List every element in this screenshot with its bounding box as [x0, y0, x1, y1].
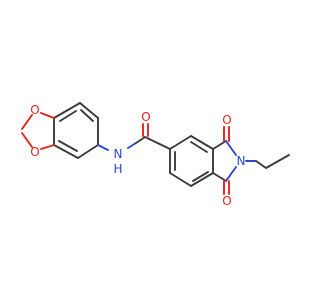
atom-label-oxygen: O: [30, 103, 39, 117]
bond: [144, 136, 171, 150]
bond: [58, 140, 78, 152]
structure-canvas: O O N H O O N O: [21, 102, 290, 208]
bond: [135, 136, 146, 144]
bond: [212, 140, 227, 150]
bond: [40, 144, 55, 150]
bond: [21, 132, 33, 148]
bond: [79, 102, 99, 119]
bond: [77, 144, 99, 159]
bond: [255, 160, 267, 169]
atom-label-nitrogen: N: [114, 147, 123, 161]
bond: [169, 172, 192, 187]
bond: [80, 109, 94, 122]
atom-label-oxygen: O: [141, 110, 150, 124]
amide-linker: [97, 123, 171, 151]
bond: [192, 171, 209, 182]
bond: [127, 142, 137, 149]
atom-label-hydrogen: H: [113, 162, 122, 176]
bond: [225, 166, 237, 182]
bond: [53, 144, 79, 159]
atom-label-oxygen: O: [222, 113, 231, 127]
bond: [265, 154, 290, 169]
bond: [40, 112, 55, 119]
bond: [97, 144, 109, 151]
atom-label-oxygen: O: [30, 145, 39, 159]
bond: [190, 172, 214, 187]
bond: [225, 140, 237, 156]
atom-label-oxygen: O: [222, 194, 231, 208]
bond: [21, 114, 33, 130]
benzodioxole-ring: [21, 102, 99, 159]
bond: [169, 135, 192, 150]
bond: [59, 110, 77, 122]
atom-label-nitrogen: N: [237, 154, 246, 168]
bond: [53, 102, 81, 119]
bond: [190, 135, 214, 150]
bond: [212, 172, 227, 182]
molecule-drawing: O O N H O O N O: [21, 102, 290, 208]
isoindolinedione-ring: [169, 126, 290, 195]
bond: [190, 141, 208, 153]
